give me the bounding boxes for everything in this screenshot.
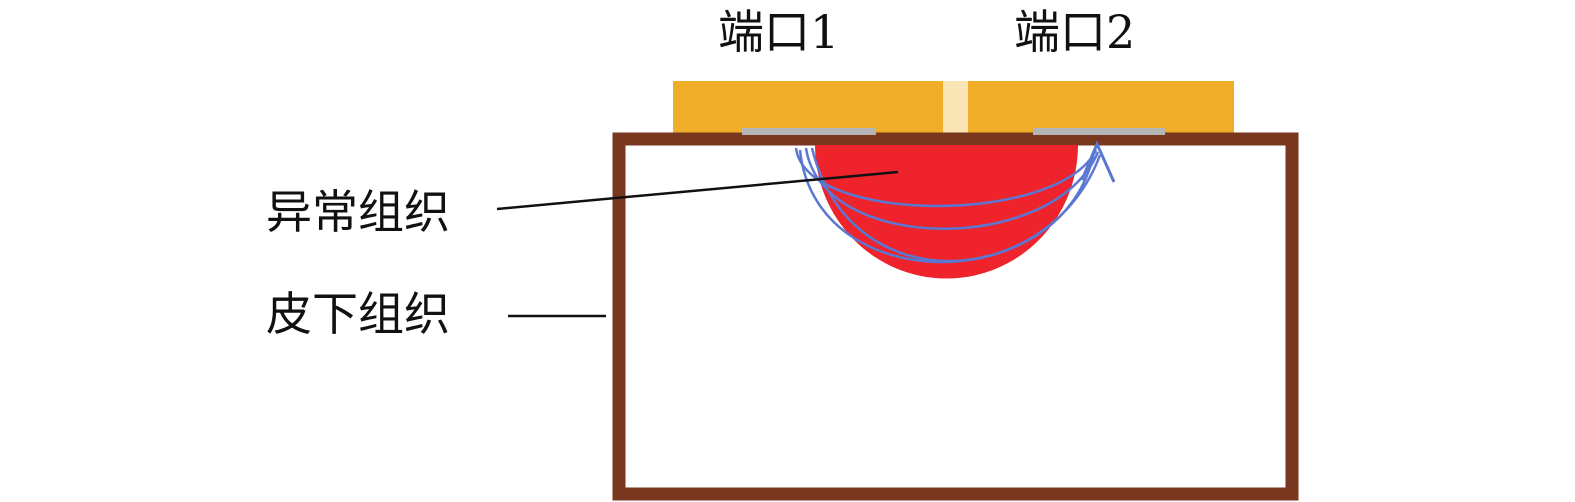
field-line-2 — [804, 147, 1100, 230]
port2-label: 端口2 — [1014, 5, 1135, 59]
sensor-body-right — [968, 81, 1234, 136]
port1-label: 端口1 — [718, 5, 839, 59]
field-line-4 — [798, 149, 1096, 264]
sensor-gap — [943, 81, 968, 136]
field-arrow-icon — [1080, 140, 1116, 183]
abnormal-tissue-label: 异常组织 — [266, 185, 450, 239]
sensor-body-left — [673, 81, 943, 136]
electrode-port2 — [1033, 128, 1165, 135]
electrode-port1 — [742, 128, 876, 135]
subcutaneous-tissue-label: 皮下组织 — [266, 287, 450, 341]
field-line-1 — [794, 147, 1098, 208]
field-lines — [794, 147, 1102, 264]
abnormal-tissue-leader-line — [496, 170, 899, 211]
